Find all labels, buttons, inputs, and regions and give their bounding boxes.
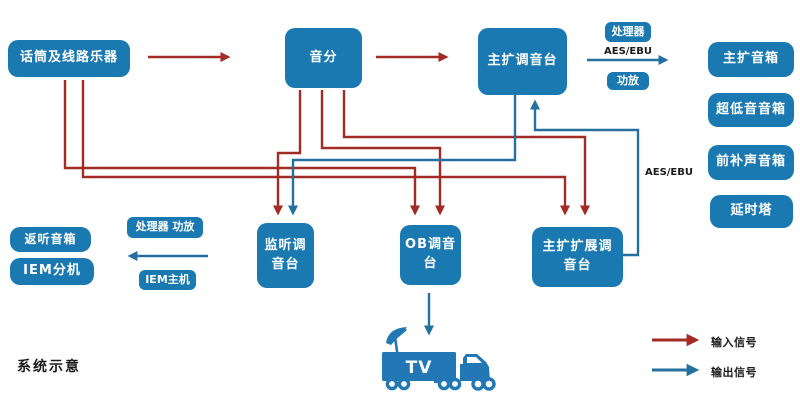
node-ext-console-label: 主扩扩展调音台 [542,239,613,273]
node-delay-tower: 延时塔 [710,195,793,228]
node-front-fill-speaker: 前补声音箱 [708,145,794,180]
truck-wheel [482,377,496,391]
node-iem-unit-label: IEM分机 [23,263,81,279]
node-sub-speaker-label: 超低音音箱 [715,101,786,117]
truck-window [467,357,482,363]
tag-processor-label: 处理器 [611,24,645,38]
label-aes-ebu-top: AES/EBU [604,46,652,57]
tag-processor: 处理器 [605,22,651,42]
tag-amp: 功放 [607,72,649,90]
satellite-mast [394,338,399,354]
node-ob-console-label: OB调音台 [405,237,456,271]
node-main-speaker-label: 主扩音箱 [722,51,779,67]
truck-wheel [397,377,411,391]
satellite-dish-arm [392,328,407,341]
edge-splitter-to-ob-console [320,90,446,216]
truck-cab-back [460,364,464,381]
truck-trailer [382,352,456,381]
truck-tv-label: TV [406,358,433,378]
truck-wheel [385,377,399,391]
tag-iem-host-label: IEM主机 [145,272,190,286]
tag-iem-host: IEM主机 [139,270,196,290]
legend-input-label: 输入信号 [711,336,757,349]
edge-ext-console-to-main-console-aes [529,99,640,257]
truck-wheel [448,377,462,391]
node-main-console: 主扩调音台 [478,28,567,95]
truck-mudflap [434,376,439,383]
tag-processor-amp-label: 处理器 功放 [135,220,195,234]
node-monitor-console-label: 监听调音台 [264,237,307,272]
edge-splitter-to-monitor-console [272,90,302,216]
edge-mic-to-ob-console [63,80,421,216]
node-listen-back-speaker-label: 返听音箱 [24,231,77,246]
node-sub-speaker: 超低音音箱 [708,93,794,127]
node-splitter-label: 音分 [309,49,338,65]
truck-wheel [437,377,451,391]
node-main-speaker: 主扩音箱 [708,42,794,77]
label-aes-ebu-right: AES/EBU [645,167,693,178]
node-delay-tower-label: 延时塔 [730,203,773,219]
edge-main-console-to-monitor-console [287,95,517,216]
diagram-caption: 系统示意 [17,359,81,375]
edge-mic-to-ext-console [81,80,571,216]
node-splitter: 音分 [285,28,362,88]
node-front-fill-speaker-label: 前补声音箱 [715,154,786,170]
truck-wheel [471,377,485,391]
node-main-console-label: 主扩调音台 [487,53,558,69]
tag-amp-label: 功放 [617,73,639,87]
node-listen-back-speaker: 返听音箱 [10,227,91,252]
node-iem-unit: IEM分机 [10,258,94,285]
tv-truck-icon: TV [382,327,496,391]
node-mic: 话筒及线路乐器 [8,40,130,77]
node-mic-label: 话筒及线路乐器 [19,50,118,66]
legend-output-label: 输出信号 [711,366,757,379]
node-monitor-console: 监听调音台 [257,223,314,288]
edge-splitter-to-ext-console [342,90,591,216]
node-ob-console: OB调音台 [400,225,461,285]
tag-processor-amp: 处理器 功放 [127,217,203,238]
node-ext-console: 主扩扩展调音台 [532,227,623,287]
